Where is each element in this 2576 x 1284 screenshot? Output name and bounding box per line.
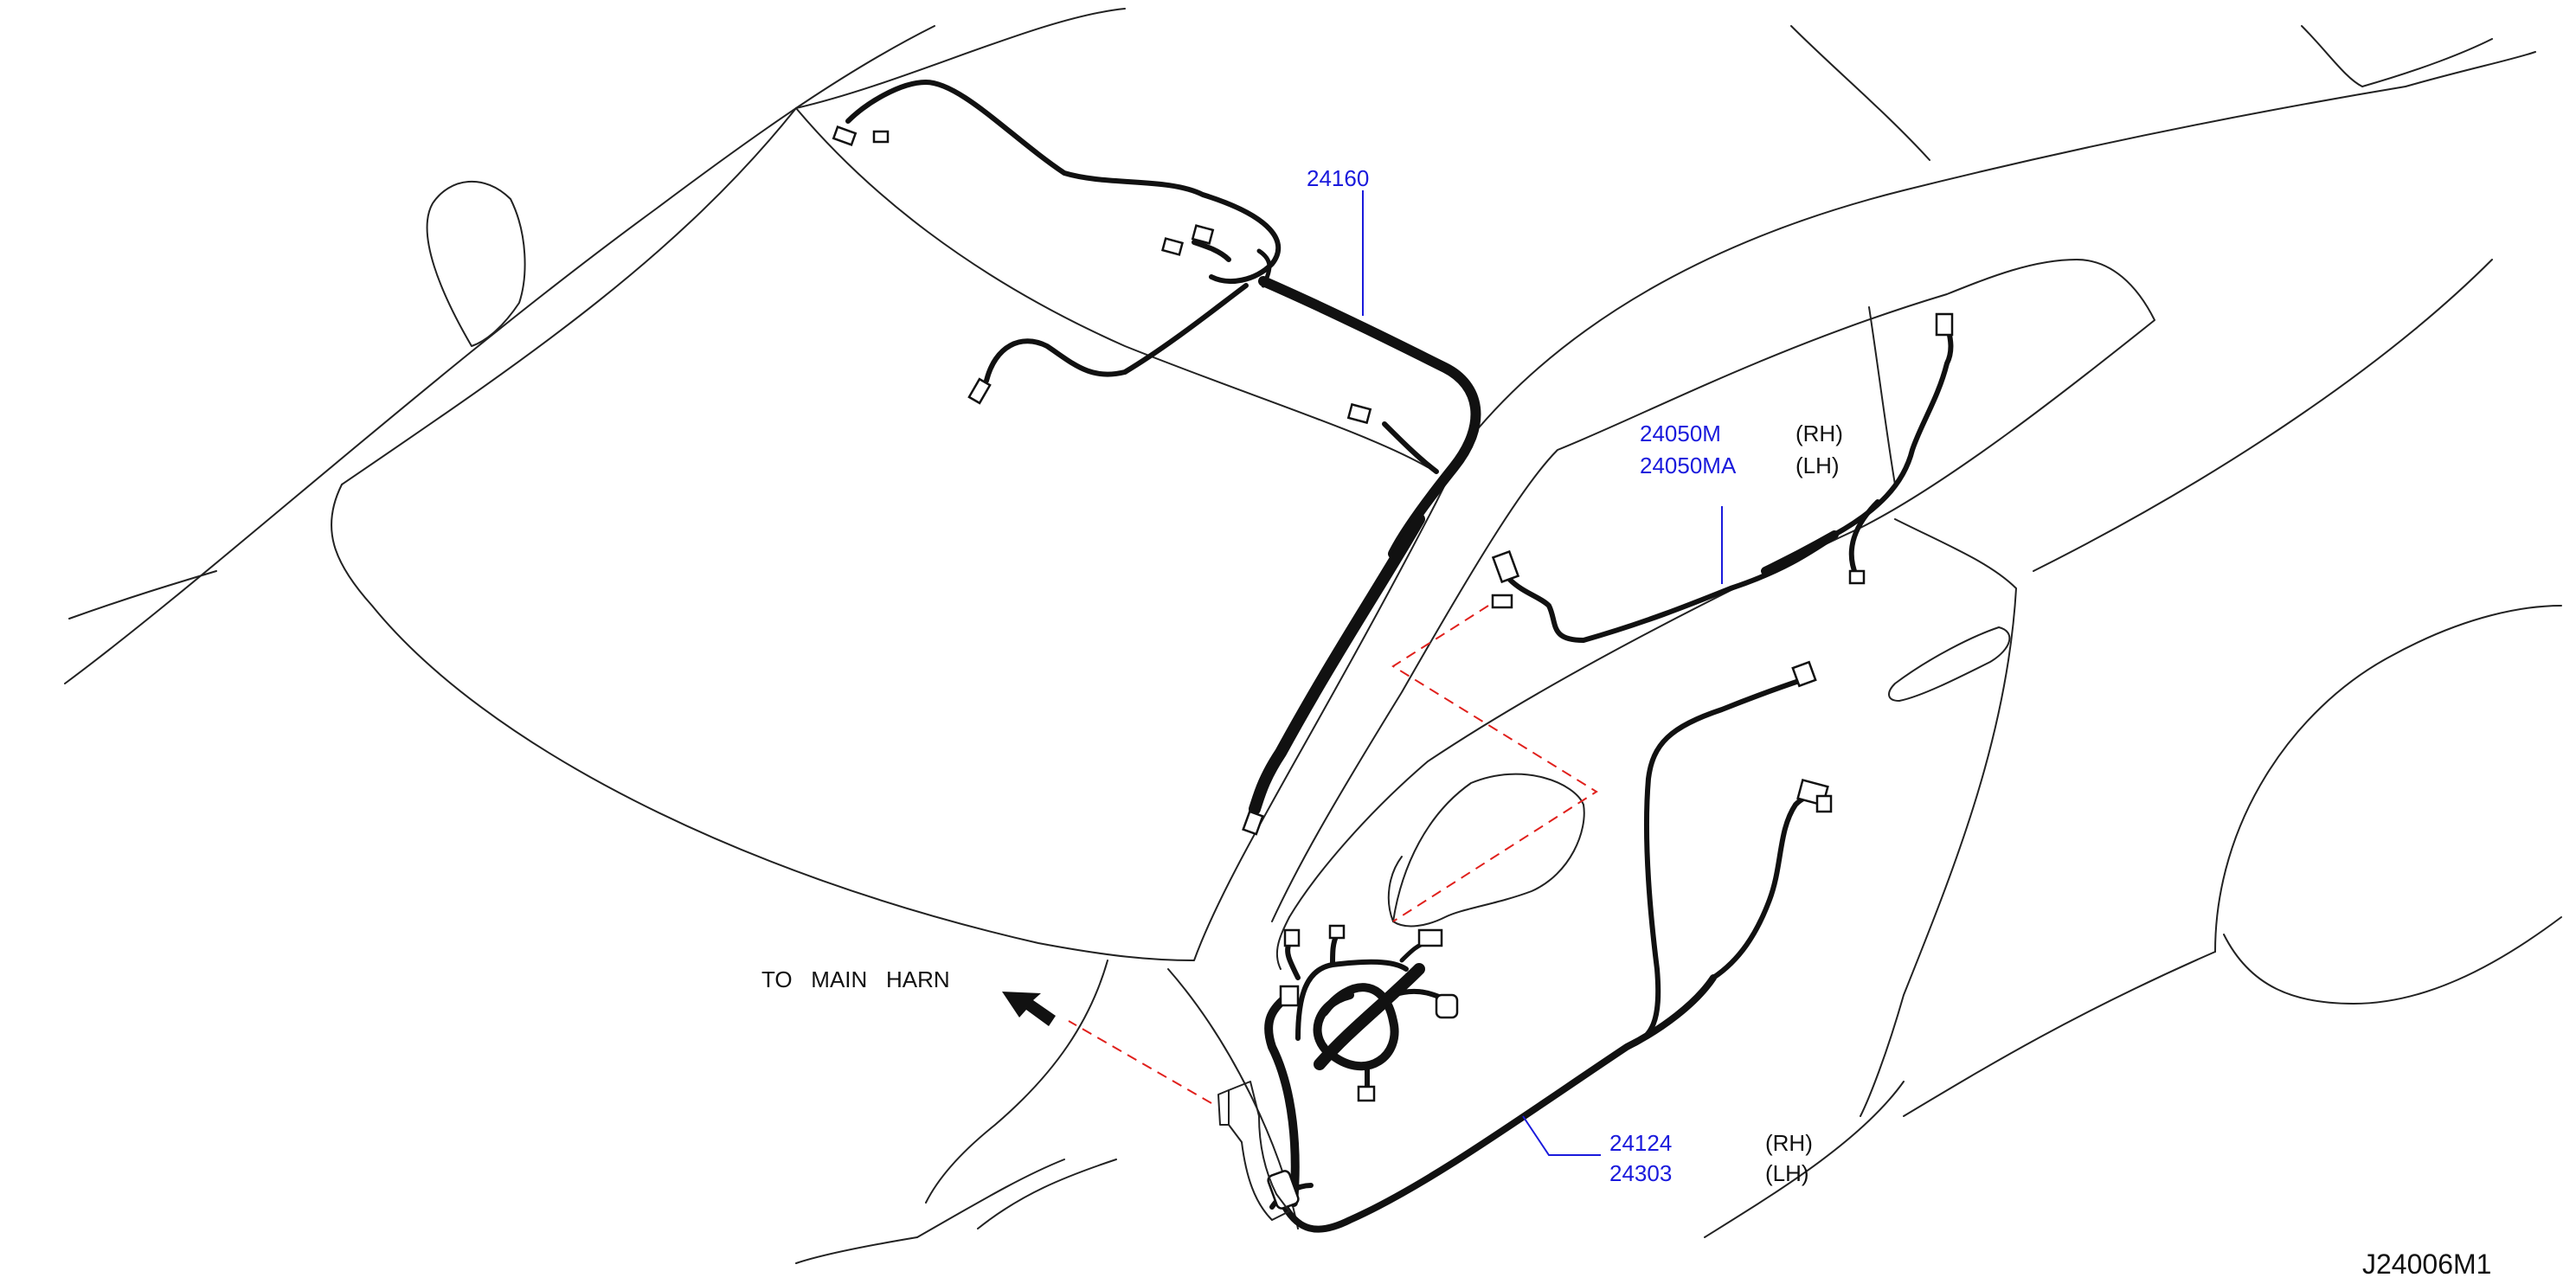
car-body-outline (64, 8, 2562, 1264)
rear-harness (1491, 312, 1954, 643)
callout-24303: 24303 (1609, 1160, 1672, 1186)
guide-lines (1068, 605, 1598, 1104)
callout-24050ma: 24050MA (1640, 453, 1737, 478)
callout-24050m: 24050M (1640, 421, 1721, 446)
door-side-label-lh: (LH) (1765, 1160, 1809, 1186)
side-label-rh: (RH) (1795, 421, 1843, 446)
door-harness (1217, 660, 1833, 1233)
roof-harness (832, 80, 1481, 836)
callout-leaders (1362, 190, 1723, 1156)
main-harness-arrow-icon (1002, 992, 1056, 1026)
drawing-id: J24006M1 (2362, 1249, 2491, 1280)
main-harness-note: TO MAIN HARN (761, 966, 950, 992)
callout-24124: 24124 (1609, 1130, 1672, 1156)
callout-24160: 24160 (1307, 165, 1369, 191)
side-label-lh: (LH) (1795, 453, 1840, 478)
door-side-label-rh: (RH) (1765, 1130, 1813, 1156)
